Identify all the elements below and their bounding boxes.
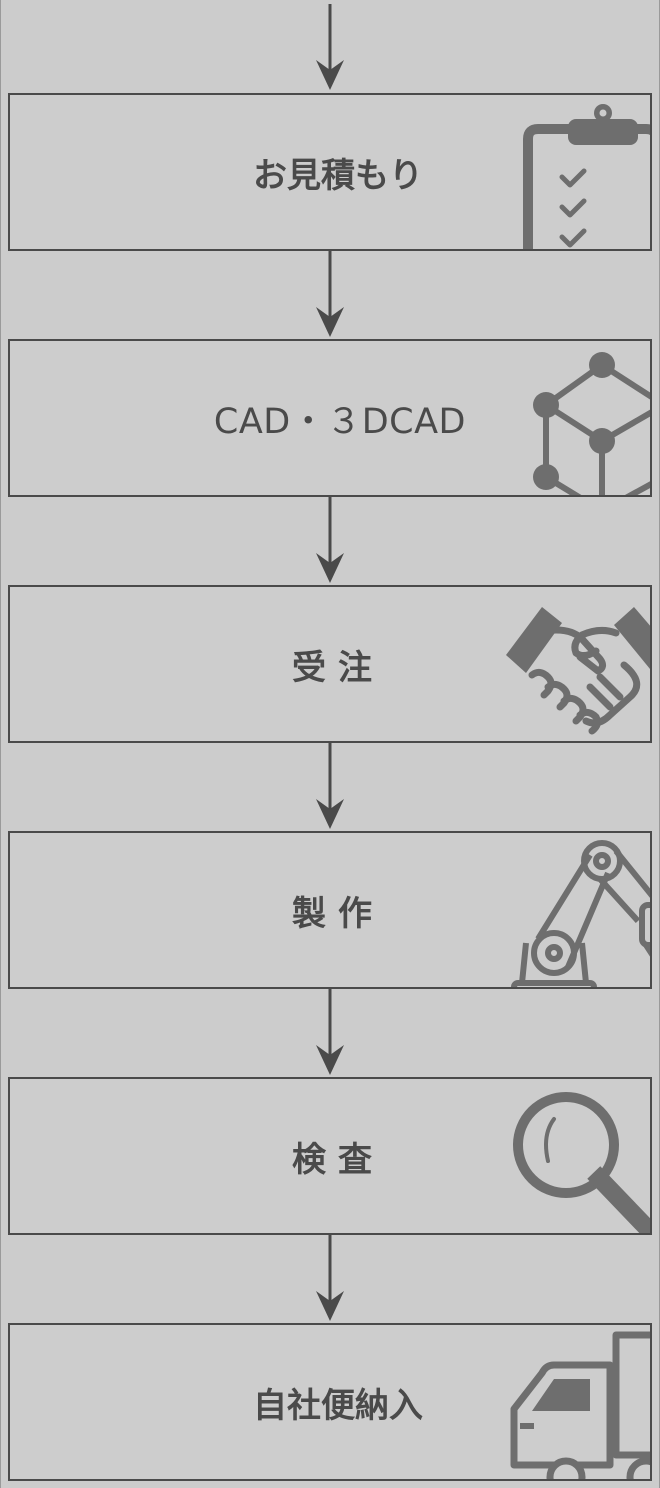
step-label: 自社便納入 xyxy=(253,1385,423,1426)
flow-step-inspection: 検査 xyxy=(8,1077,652,1235)
flow-step-manufacturing: 製作 xyxy=(8,831,652,989)
clipboard-checklist-icon xyxy=(523,104,650,249)
robot-arm-icon xyxy=(511,840,650,987)
step-label: お見積もり xyxy=(253,155,423,196)
step-label: 検査 xyxy=(292,1139,384,1180)
flow-step-delivery: 自社便納入 xyxy=(8,1323,652,1481)
handshake-icon xyxy=(506,607,650,735)
flow-arrow-icon xyxy=(316,989,344,1075)
magnifier-icon xyxy=(513,1092,650,1233)
step-label: 製作 xyxy=(292,893,384,934)
flow-arrow-icon xyxy=(316,4,344,90)
flow-arrow-icon xyxy=(316,1235,344,1321)
flow-step-estimate: お見積もり xyxy=(8,93,652,251)
step-label: CAD・３DCAD xyxy=(213,401,466,442)
flow-arrow-icon xyxy=(316,497,344,583)
flow-step-cad: CAD・３DCAD xyxy=(8,339,652,497)
3d-cube-network-icon xyxy=(533,352,650,495)
delivery-truck-icon xyxy=(510,1331,650,1479)
flow-arrow-icon xyxy=(316,251,344,337)
flow-arrow-icon xyxy=(316,743,344,829)
step-label: 受注 xyxy=(292,647,384,688)
flow-step-order: 受注 xyxy=(8,585,652,743)
